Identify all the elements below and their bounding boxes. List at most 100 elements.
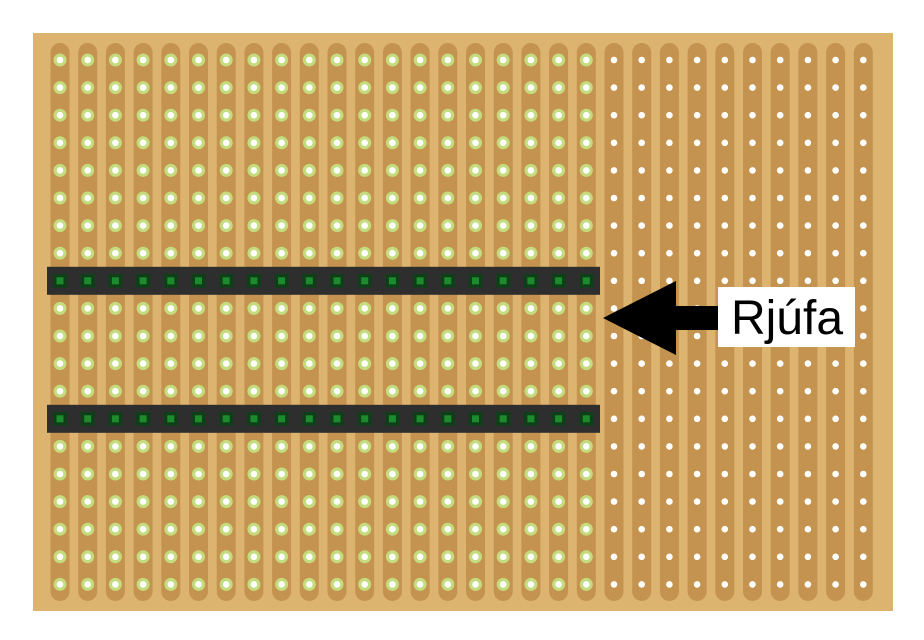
board-hole <box>749 249 756 257</box>
board-hole <box>250 360 258 367</box>
board-hole <box>693 56 701 64</box>
board-hole <box>389 470 396 478</box>
board-hole <box>139 222 147 229</box>
board-hole <box>222 498 230 505</box>
header-pin-center <box>195 415 202 423</box>
board-hole <box>333 443 341 450</box>
board-hole <box>610 360 618 367</box>
board-hole <box>250 139 258 147</box>
board-hole <box>583 167 590 174</box>
board-hole <box>804 139 812 147</box>
board-hole <box>804 194 812 202</box>
board-hole <box>832 277 839 285</box>
board-hole <box>776 581 784 588</box>
board-hole <box>222 56 230 64</box>
board-hole <box>222 360 230 367</box>
board-hole <box>499 139 507 147</box>
header-pin-center <box>416 277 424 285</box>
board-hole <box>693 332 701 340</box>
board-hole <box>610 139 618 147</box>
copper-strip <box>576 43 596 601</box>
board-hole <box>666 525 673 533</box>
board-hole <box>195 249 202 257</box>
copper-strip <box>382 43 402 601</box>
board-hole <box>555 84 562 91</box>
board-hole <box>84 249 91 257</box>
board-hole <box>139 56 147 64</box>
board-hole <box>610 498 618 505</box>
board-hole <box>499 194 507 202</box>
board-hole <box>112 56 119 64</box>
board-hole <box>638 139 645 147</box>
board-hole <box>389 111 396 119</box>
board-hole <box>444 525 452 533</box>
board-hole <box>610 305 618 312</box>
board-hole <box>333 470 341 478</box>
board-hole <box>555 139 562 147</box>
header-pin-center <box>278 277 286 285</box>
board-hole <box>167 111 175 119</box>
board-hole <box>776 56 784 64</box>
board-hole <box>444 111 452 119</box>
board-hole <box>555 222 562 229</box>
board-hole <box>195 553 202 561</box>
board-hole <box>666 443 673 450</box>
board-hole <box>167 360 175 367</box>
board-hole <box>472 525 479 533</box>
copper-strip <box>299 43 319 601</box>
board-hole <box>860 553 867 561</box>
pin-headers <box>47 266 600 433</box>
board-hole <box>610 167 618 174</box>
board-hole <box>112 167 119 174</box>
board-hole <box>84 84 91 91</box>
board-hole <box>139 443 147 450</box>
board-hole <box>776 470 784 478</box>
board-hole <box>472 581 479 588</box>
board-hole <box>361 139 369 147</box>
board-hole <box>804 360 812 367</box>
board-hole <box>278 387 285 395</box>
board-hole <box>361 470 369 478</box>
board-hole <box>749 498 756 505</box>
board-hole <box>555 525 562 533</box>
board-hole <box>444 387 452 395</box>
board-hole <box>361 84 369 91</box>
header-pin-center <box>56 277 64 285</box>
board-hole <box>721 415 729 423</box>
board-hole <box>860 360 867 367</box>
board-hole <box>56 498 64 505</box>
board-hole <box>749 360 756 367</box>
board-hole <box>444 332 452 340</box>
board-hole <box>389 167 396 174</box>
board-hole <box>361 581 369 588</box>
board-hole <box>527 332 535 340</box>
board-hole <box>527 222 535 229</box>
board-hole <box>56 56 64 64</box>
board-hole <box>499 305 507 312</box>
board-hole <box>583 581 590 588</box>
board-hole <box>638 581 645 588</box>
board-hole <box>527 387 535 395</box>
board-hole <box>472 222 479 229</box>
board-hole <box>860 222 867 229</box>
board-hole <box>222 470 230 478</box>
board-hole <box>250 111 258 119</box>
board-hole <box>278 111 285 119</box>
header-pin-center <box>167 277 175 285</box>
board-hole <box>84 111 91 119</box>
board-hole <box>860 111 867 119</box>
board-hole <box>776 415 784 423</box>
board-hole <box>195 139 202 147</box>
board-hole <box>222 305 230 312</box>
board-hole <box>804 167 812 174</box>
header-pin-center <box>167 415 175 423</box>
board-hole <box>306 222 313 229</box>
board-hole <box>638 84 645 91</box>
board-hole <box>222 111 230 119</box>
board-hole <box>721 56 729 64</box>
board-hole <box>555 111 562 119</box>
board-hole <box>583 498 590 505</box>
board-hole <box>195 222 202 229</box>
board-hole <box>278 470 285 478</box>
board-hole <box>749 222 756 229</box>
